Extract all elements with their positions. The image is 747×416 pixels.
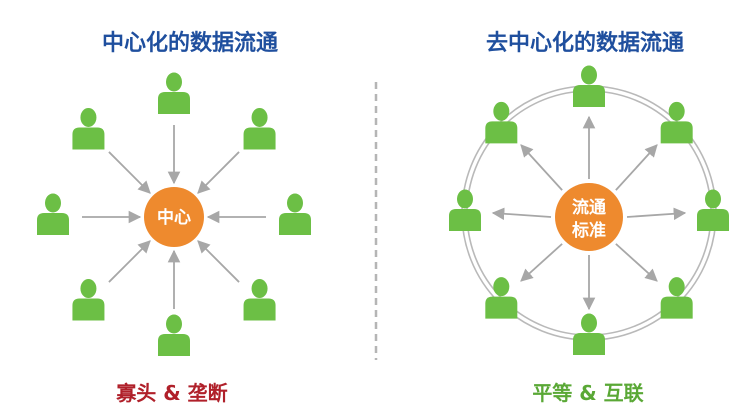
left-hub-label: 中心 — [157, 207, 191, 228]
right-arrows — [491, 115, 687, 311]
left-arrow-3 — [197, 240, 240, 283]
right-arrow-2 — [626, 207, 687, 221]
left-arrow-5 — [108, 240, 151, 283]
right-person-icon-4 — [573, 313, 605, 355]
right-hub-label-line1: 流通 — [572, 197, 606, 218]
right-arrow-6 — [491, 207, 552, 221]
right-person-icon-1 — [660, 101, 693, 144]
left-hub-circle — [144, 187, 204, 247]
right-person-icon-7 — [485, 101, 518, 144]
right-arrow-7 — [520, 144, 563, 191]
right-people — [449, 65, 729, 355]
right-arrow-3 — [615, 243, 658, 282]
right-person-icon-3 — [660, 277, 693, 319]
left-caption: 寡头 & 垄断 — [115, 381, 227, 405]
left-person-icon-5 — [72, 279, 105, 321]
right-arrow-1 — [615, 144, 658, 191]
right-person-icon-2 — [697, 189, 729, 231]
left-arrows — [82, 125, 266, 309]
left-people — [37, 72, 311, 356]
left-arrow-7 — [108, 151, 151, 194]
left-arrow-1 — [197, 151, 240, 194]
right-hub-circle — [555, 183, 623, 251]
left-person-icon-3 — [243, 279, 276, 321]
right-hub-label-line2: 标准 — [572, 220, 606, 241]
right-arrow-5 — [520, 243, 563, 282]
left-person-icon-1 — [243, 107, 276, 150]
left-hub: 中心 — [144, 187, 204, 247]
right-person-icon-0 — [573, 65, 605, 107]
right-person-icon-5 — [485, 277, 518, 319]
left-person-icon-7 — [72, 107, 105, 150]
left-person-icon-0 — [158, 72, 190, 114]
left-person-icon-4 — [158, 314, 190, 356]
left-person-icon-2 — [279, 193, 311, 235]
left-panel-title: 中心化的数据流通 — [102, 30, 278, 56]
right-hub: 流通 标准 — [555, 183, 623, 251]
right-panel-title: 去中心化的数据流通 — [486, 30, 684, 56]
right-caption: 平等 & 互联 — [532, 381, 643, 405]
right-person-icon-6 — [449, 189, 481, 231]
left-person-icon-6 — [37, 193, 69, 235]
